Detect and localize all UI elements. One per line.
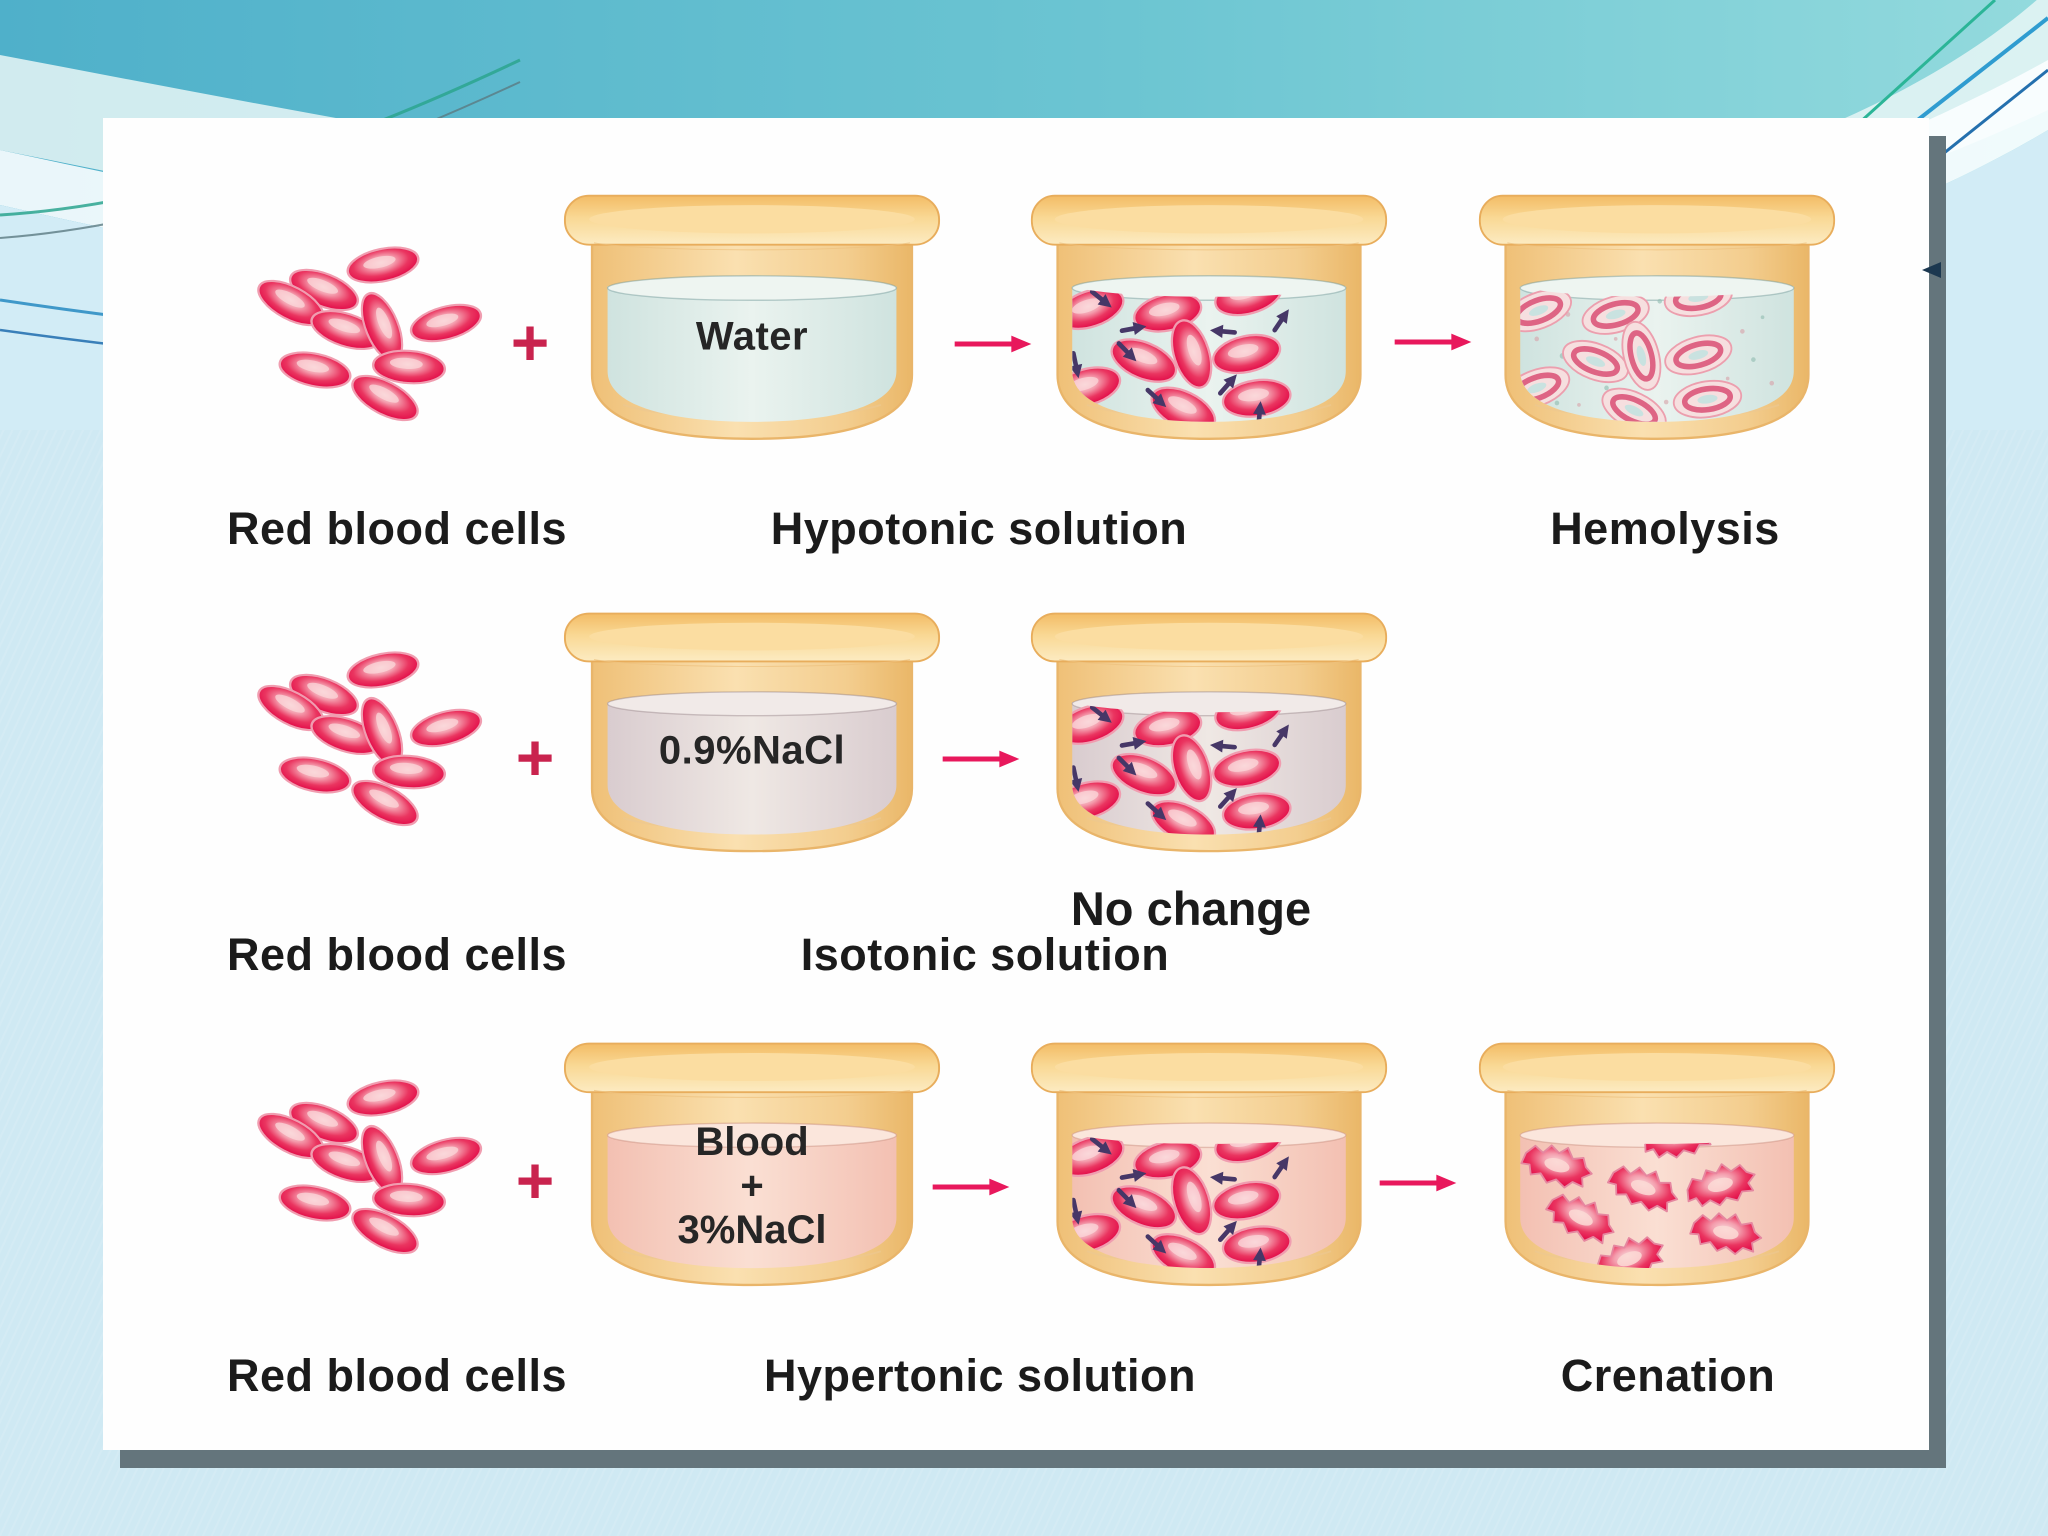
blood-nacl-line3: 3%NaCl <box>677 1208 827 1253</box>
diagram-panel: + Water <box>103 118 1929 1450</box>
flow-arrow-row2 <box>941 746 1021 772</box>
blood-nacl-label: Blood + 3%NaCl <box>563 1120 941 1252</box>
label-red-blood-cells-row2: Red blood cells <box>226 929 568 980</box>
flow-arrow-row3-b <box>1378 1170 1458 1196</box>
blood-nacl-line2: + <box>740 1164 764 1209</box>
label-red-blood-cells-row3: Red blood cells <box>226 1350 568 1401</box>
red-blood-cells-cluster-row2 <box>250 638 500 838</box>
blood-nacl-line1: Blood <box>695 1120 809 1165</box>
water-label: Water <box>695 314 809 359</box>
plus-sign-row2: + <box>515 720 555 794</box>
flow-arrow-row1-b <box>1393 329 1473 355</box>
plus-sign-row1: + <box>510 305 550 379</box>
beaker-hemolysis <box>1478 190 1836 452</box>
beaker-hypertonic-cells <box>1030 1038 1388 1298</box>
beaker-saline: 0.9%NaCl <box>563 608 941 864</box>
beaker-crenation <box>1478 1038 1836 1298</box>
beaker-isotonic-cells <box>1030 608 1388 864</box>
flow-arrow-row1-a <box>953 331 1033 357</box>
plus-sign-row3: + <box>515 1143 555 1217</box>
label-crenation: Crenation <box>1560 1350 1776 1401</box>
beaker-water: Water <box>563 190 941 452</box>
red-blood-cells-cluster-row1 <box>250 233 500 433</box>
label-no-change: No change <box>1070 882 1312 935</box>
label-hemolysis: Hemolysis <box>1550 503 1780 554</box>
red-blood-cells-cluster-row3 <box>250 1066 500 1266</box>
beaker-hypotonic-cells <box>1030 190 1388 452</box>
flow-arrow-row3-a <box>931 1174 1011 1200</box>
stray-arrow-mark <box>1922 262 1941 278</box>
label-isotonic-solution: Isotonic solution <box>800 929 1170 980</box>
label-hypertonic-solution: Hypertonic solution <box>763 1350 1197 1401</box>
saline-label: 0.9%NaCl <box>658 728 846 773</box>
label-hypotonic-solution: Hypotonic solution <box>770 503 1188 554</box>
label-red-blood-cells-row1: Red blood cells <box>226 503 568 554</box>
beaker-blood-nacl: Blood + 3%NaCl <box>563 1038 941 1298</box>
